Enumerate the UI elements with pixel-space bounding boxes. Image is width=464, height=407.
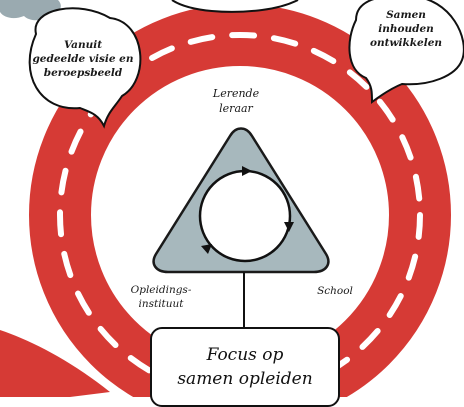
focus-box: Focus op samen opleiden bbox=[150, 327, 340, 407]
label-school: School bbox=[317, 285, 353, 297]
speech-bubble-top bbox=[171, 0, 299, 13]
speech-bubble-left bbox=[28, 7, 142, 129]
focus-box-text: Focus op samen opleiden bbox=[177, 345, 313, 389]
arrow-head-left bbox=[201, 244, 212, 254]
arrow-head-right bbox=[284, 222, 294, 232]
arrow-head-top bbox=[242, 166, 252, 176]
label-opleidingsinstituut: Opleidings- instituut bbox=[130, 284, 192, 310]
speech-bubble-right bbox=[348, 0, 464, 104]
label-lerende-leraar: Lerende leraar bbox=[212, 87, 260, 115]
diagram-canvas bbox=[0, 0, 464, 397]
road-extension bbox=[0, 330, 110, 397]
bubble-right-text: Samen inhouden ontwikkelen bbox=[369, 9, 443, 49]
bubble-left-text: Vanuit gedeelde visie en beroepsbeeld bbox=[32, 39, 134, 79]
cycle-arrows bbox=[198, 166, 294, 263]
